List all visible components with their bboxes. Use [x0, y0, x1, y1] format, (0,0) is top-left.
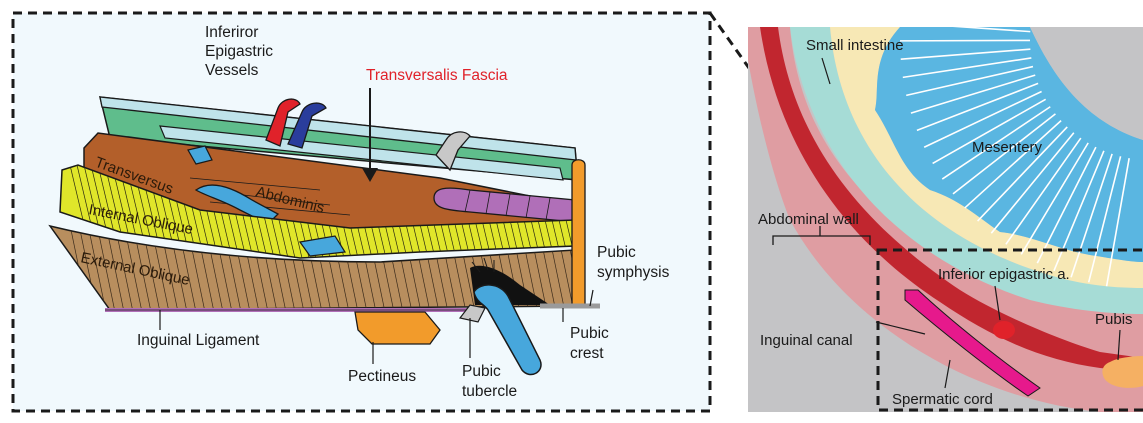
label-small-intestine: Small intestine — [806, 37, 904, 54]
pectineus-muscle — [355, 312, 440, 344]
inferior-epigastric-dot — [993, 321, 1015, 339]
label-spermatic-cord: Spermatic cord — [892, 391, 993, 408]
label-inferior-epigastric-2: Epigastric — [205, 43, 273, 60]
label-abdominal-wall: Abdominal wall — [758, 211, 859, 228]
label-mesentery: Mesentery — [972, 139, 1043, 156]
pubic-symphysis-bone — [572, 160, 585, 305]
label-pubis: Pubis — [1095, 311, 1133, 328]
mesentery-ray — [903, 4, 1032, 23]
label-transversalis-fascia: Transversalis Fascia — [366, 67, 508, 84]
label-pubic-tubercle-1: Pubic — [462, 363, 501, 380]
left-panel: Inferiror Epigastric Vessels Transversal… — [13, 13, 710, 411]
label-pectineus: Pectineus — [348, 368, 416, 385]
label-pubic-tubercle-2: tubercle — [462, 383, 517, 400]
right-panel: Small intestine Mesentery Abdominal wall… — [748, 4, 1143, 412]
label-pubic-symphysis-2: symphysis — [597, 264, 670, 281]
label-pubic-crest-1: Pubic — [570, 325, 609, 342]
label-pubic-crest-2: crest — [570, 345, 604, 362]
label-inferior-epigastric-3: Vessels — [205, 62, 259, 79]
label-inguinal-canal: Inguinal canal — [760, 332, 853, 349]
label-inferior-epigastric-1: Inferiror — [205, 24, 258, 41]
label-pubic-symphysis-1: Pubic — [597, 244, 636, 261]
label-inferior-epigastric-a: Inferior epigastric a. — [938, 266, 1070, 283]
label-inguinal-ligament: Inguinal Ligament — [137, 332, 260, 349]
